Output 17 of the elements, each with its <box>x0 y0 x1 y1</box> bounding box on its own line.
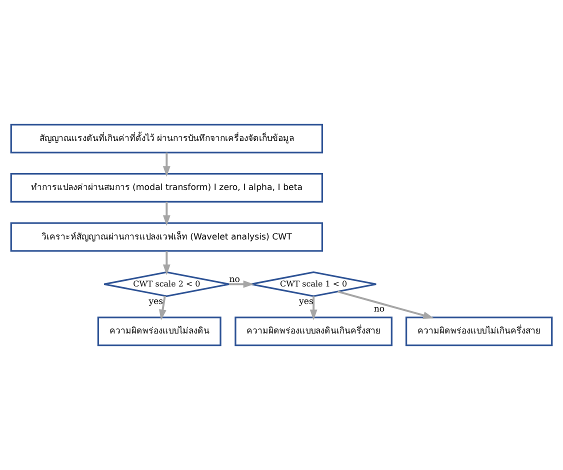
node-box: ความผิดพร่องแบบไม่ลงดิน <box>97 316 222 346</box>
arrow <box>162 251 170 276</box>
node-box: วิเคราะห์สัญญาณผ่านการแปลงเวฟเล็ท (Wavelet analysis) CWT <box>10 222 324 252</box>
edge-label: no <box>374 304 385 314</box>
arrow <box>229 280 254 288</box>
node-box: สัญญาณแรงดันที่เกินค่าที่ตั้งไว้ ผ่านการบันทึกจากเครื่องจัดเก็บข้อมูล <box>10 124 324 154</box>
arrow <box>338 290 434 319</box>
arrow <box>162 152 170 177</box>
node-box: ความผิดพร่องแบบไม่เกินครึ่งสาย <box>405 316 553 346</box>
arrow <box>162 202 170 226</box>
node-box: ความผิดพร่องแบบลงดินเกินครึ่งสาย <box>234 316 392 346</box>
arrow <box>159 296 166 320</box>
node-box: ทำการแปลงค่าผ่านสมการ (modal transform) I zero, I alpha, I beta <box>10 173 324 203</box>
arrow <box>310 296 318 320</box>
edge-label: no <box>229 274 240 285</box>
edge-label: yes <box>148 297 164 308</box>
edge-label: yes <box>299 297 314 308</box>
